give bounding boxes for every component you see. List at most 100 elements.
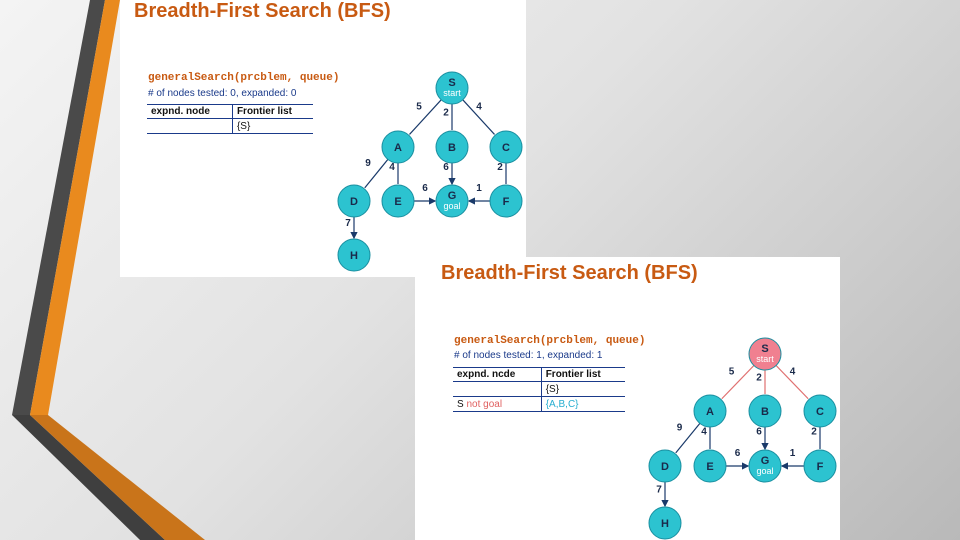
header-frontier-list: Frontier list bbox=[541, 367, 625, 382]
node-counts: # of nodes tested: 0, expanded: 0 bbox=[148, 88, 297, 99]
edge-weight: 4 bbox=[790, 367, 796, 378]
edge-weight: 1 bbox=[790, 448, 796, 459]
frontier-value: {S} bbox=[236, 120, 251, 132]
node-sublabel: goal bbox=[443, 201, 460, 211]
edge-weight: 5 bbox=[729, 367, 735, 378]
node-b bbox=[435, 130, 469, 164]
stripe-orange-top bbox=[30, 0, 120, 415]
search-call: generalSearch(prcblem, queue) bbox=[454, 335, 645, 347]
node-label: F bbox=[817, 461, 824, 473]
node-label: B bbox=[761, 406, 769, 418]
edge-weight: 6 bbox=[735, 448, 741, 459]
edge-weight: 9 bbox=[365, 158, 371, 169]
edge-s-a bbox=[721, 365, 755, 400]
expanded-node-cell bbox=[453, 381, 542, 397]
code-separator: , bbox=[286, 72, 300, 84]
edge-weight: 2 bbox=[756, 373, 762, 384]
frontier-table: expnd. ncde Frontier list {S} S not goal… bbox=[453, 367, 625, 412]
node-label: B bbox=[448, 142, 456, 154]
frontier-table: expnd. node Frontier list {S} bbox=[147, 104, 313, 134]
expanded-node: S bbox=[457, 398, 464, 410]
edge-weight: 7 bbox=[656, 485, 662, 496]
edge-weight: 4 bbox=[701, 427, 707, 438]
code-arg-queue: queue bbox=[299, 72, 333, 84]
edge-weight: 6 bbox=[756, 427, 762, 438]
node-d bbox=[337, 184, 371, 218]
node-sublabel: start bbox=[443, 88, 461, 98]
code-arg-queue: queue bbox=[605, 335, 639, 347]
node-label: C bbox=[816, 406, 824, 418]
code-arg-problem: prcblem bbox=[546, 335, 593, 347]
code-close: ) bbox=[638, 335, 646, 347]
node-counts: # of nodes tested: 1, expanded: 1 bbox=[454, 350, 603, 361]
node-label: D bbox=[661, 461, 669, 473]
stripe-dark-top bbox=[12, 0, 105, 415]
edge-weight: 1 bbox=[476, 183, 482, 194]
node-e bbox=[381, 184, 415, 218]
node-sublabel: start bbox=[756, 354, 774, 364]
edge-weight: 2 bbox=[497, 162, 503, 173]
slide-1: Breadth-First Search (BFS) generalSearch… bbox=[120, 0, 526, 277]
edge-weight: 6 bbox=[443, 162, 449, 173]
goal-check-note: not goal bbox=[466, 398, 503, 410]
node-label: S bbox=[761, 343, 768, 355]
edge-a-d bbox=[364, 159, 389, 189]
node-label: G bbox=[448, 190, 457, 202]
edge-weight: 4 bbox=[476, 102, 482, 113]
header-expanded-node: expnd. ncde bbox=[453, 367, 542, 382]
edge-weight: 4 bbox=[389, 162, 395, 173]
node-s bbox=[748, 337, 782, 371]
frontier-value: {A,B,C} bbox=[545, 398, 579, 410]
node-label: E bbox=[706, 461, 713, 473]
table-row: {S} bbox=[147, 118, 313, 134]
table-row: {S} bbox=[453, 381, 625, 397]
node-c bbox=[803, 394, 837, 428]
node-label: S bbox=[448, 77, 455, 89]
header-frontier-list: Frontier list bbox=[232, 104, 313, 119]
node-f bbox=[489, 184, 523, 218]
node-label: E bbox=[394, 196, 401, 208]
node-g bbox=[748, 449, 782, 483]
node-label: C bbox=[502, 142, 510, 154]
search-call: generalSearch(prcblem, queue) bbox=[148, 72, 339, 84]
edge-weight: 7 bbox=[345, 218, 351, 229]
slide-title: Breadth-First Search (BFS) bbox=[134, 0, 391, 22]
expanded-node-cell bbox=[147, 118, 233, 134]
slide-2: Breadth-First Search (BFS) generalSearch… bbox=[415, 257, 840, 540]
node-s bbox=[435, 71, 469, 105]
expanded-node-cell: S not goal bbox=[453, 396, 542, 412]
node-c bbox=[489, 130, 523, 164]
node-label: A bbox=[394, 142, 402, 154]
slide-title: Breadth-First Search (BFS) bbox=[441, 262, 698, 284]
node-e bbox=[693, 449, 727, 483]
node-a bbox=[693, 394, 727, 428]
frontier-cell: {S} bbox=[541, 381, 625, 397]
node-label: H bbox=[661, 518, 669, 530]
edge-weight: 6 bbox=[422, 183, 428, 194]
frontier-cell: {S} bbox=[232, 118, 313, 134]
edge-s-c bbox=[775, 365, 809, 400]
edge-weight: 9 bbox=[677, 423, 683, 434]
frontier-cell: {A,B,C} bbox=[541, 396, 625, 412]
code-close: ) bbox=[332, 72, 340, 84]
frontier-value: {S} bbox=[545, 383, 560, 395]
table-row: S not goal {A,B,C} bbox=[453, 396, 625, 412]
node-h bbox=[337, 238, 371, 272]
edge-weight: 2 bbox=[811, 427, 817, 438]
edge-weight: 2 bbox=[443, 108, 449, 119]
node-a bbox=[381, 130, 415, 164]
code-function: generalSearch( bbox=[454, 335, 547, 347]
edge-s-c bbox=[462, 99, 495, 135]
node-b bbox=[748, 394, 782, 428]
edge-weight: 5 bbox=[416, 102, 422, 113]
header-expanded-node: expnd. node bbox=[147, 104, 233, 119]
node-sublabel: goal bbox=[756, 466, 773, 476]
stripe-dark-bottom bbox=[12, 415, 165, 540]
stripe-orange-bottom bbox=[30, 415, 205, 540]
node-label: A bbox=[706, 406, 714, 418]
edge-s-a bbox=[409, 99, 442, 135]
node-label: H bbox=[350, 250, 358, 262]
